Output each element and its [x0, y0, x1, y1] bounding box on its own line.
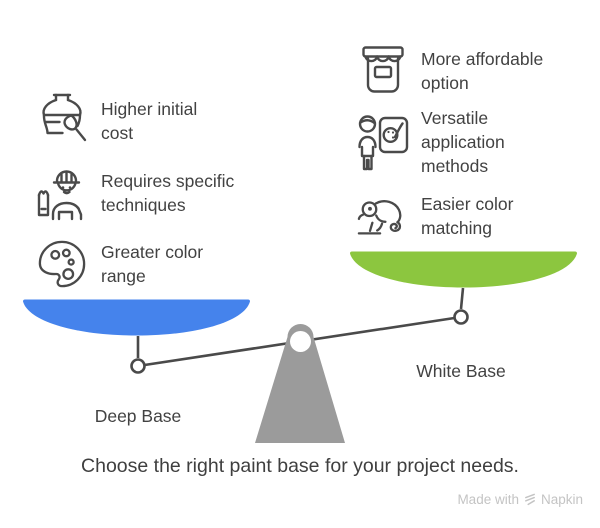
caption: Choose the right paint base for your pro… [81, 455, 519, 477]
made-with-napkin-credit[interactable]: Made with Napkin [457, 492, 583, 507]
list-item: Higher initial cost [34, 92, 197, 150]
paint-jar-icon [356, 45, 410, 97]
list-item: Easier color matching [356, 192, 513, 240]
fulcrum [255, 324, 345, 443]
napkin-brand-text: Napkin [540, 492, 583, 507]
made-with-text: Made with [457, 492, 519, 507]
list-item: More affordable option [356, 44, 543, 98]
left-pivot-ring [130, 358, 146, 374]
list-item-label: Easier color matching [421, 194, 514, 238]
fulcrum-hole [290, 331, 311, 352]
list-item-label: Requires specific techniques [101, 171, 235, 215]
palette-icon [34, 238, 90, 290]
list-item: Requires specific techniques [34, 164, 234, 222]
napkin-logo-icon [524, 493, 536, 506]
list-item-label: Greater color range [101, 242, 204, 286]
right-pan-label: White Base [416, 361, 506, 381]
list-item-label: Versatile application methods [421, 108, 505, 176]
right-pan-strut [459, 287, 465, 310]
right-pivot-ring [453, 309, 469, 325]
list-item: Versatile application methods [356, 106, 505, 178]
painter-icon [34, 165, 90, 221]
artist-easel-icon [356, 113, 410, 171]
vase-paintbrush-icon [34, 92, 90, 150]
list-item-label: Higher initial cost [101, 99, 198, 143]
list-item: Greater color range [34, 237, 203, 291]
chameleon-icon [356, 194, 410, 238]
right-pan [350, 251, 577, 288]
left-pan [23, 299, 250, 336]
list-item-label: More affordable option [421, 49, 544, 93]
left-pan-label: Deep Base [94, 406, 182, 426]
